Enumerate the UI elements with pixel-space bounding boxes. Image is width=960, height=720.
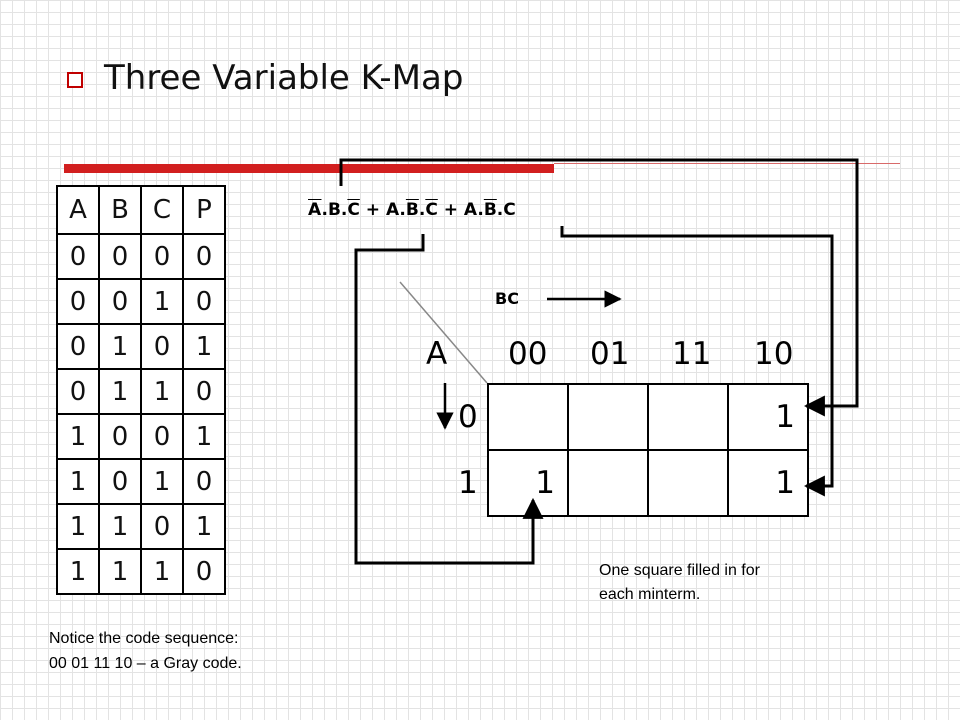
table-cell: 0	[182, 458, 226, 505]
table-row: 0 0 1 0	[56, 278, 226, 325]
table-cell: 0	[56, 323, 100, 370]
table-row: 1 1 0 1	[56, 503, 226, 550]
table-cell: 0	[182, 233, 226, 280]
kmap-row: 1 1	[487, 449, 809, 517]
kmap-cell: 1	[727, 383, 809, 451]
kmap-cell	[487, 383, 569, 451]
gray-code-note-line1: Notice the code sequence:	[49, 630, 239, 647]
table-row: 1 0 0 1	[56, 413, 226, 460]
title-underline-line	[554, 163, 900, 164]
truth-table: A B C P 0 0 0 0 0 0 1 0 0 1 0 1 0 1 1 0 …	[56, 185, 226, 595]
expr-term2-a: A.	[385, 200, 406, 220]
expr-term2-dot: .	[418, 200, 426, 220]
header-cell: P	[182, 185, 226, 235]
expr-term3-c: .C	[496, 200, 516, 220]
minterm-note-line2: each minterm.	[599, 586, 701, 603]
table-cell: 1	[56, 458, 100, 505]
table-cell: 1	[56, 548, 100, 595]
kmap-a-label: A	[426, 336, 448, 372]
expr-term1-a: A	[308, 200, 322, 220]
expr-plus-2: +	[437, 200, 464, 220]
expr-term3-b: B	[483, 200, 497, 220]
expr-term2-c: C	[425, 200, 438, 220]
table-row: 0 1 0 1	[56, 323, 226, 370]
kmap-cell	[647, 449, 729, 517]
table-cell: 1	[140, 278, 184, 325]
kmap-col-header: 00	[508, 336, 548, 372]
table-cell: 1	[140, 548, 184, 595]
table-cell: 0	[98, 413, 142, 460]
expr-plus-1: +	[359, 200, 386, 220]
minterm-expression: A.B.C + A.B.C + A.B.C	[308, 200, 516, 220]
expr-term1-c: C	[347, 200, 360, 220]
kmap-col-header: 11	[672, 336, 712, 372]
table-row: 1 1 1 0	[56, 548, 226, 595]
table-cell: 0	[56, 233, 100, 280]
table-cell: 1	[98, 503, 142, 550]
kmap-row-label: 1	[458, 465, 478, 501]
table-cell: 1	[98, 548, 142, 595]
truth-table-header: A B C P	[56, 185, 226, 235]
kmap-cell: 1	[727, 449, 809, 517]
table-cell: 0	[182, 368, 226, 415]
gray-code-note-line2: 00 01 11 10 – a Gray code.	[49, 655, 242, 672]
minterm-note: One square filled in for each minterm.	[599, 559, 760, 607]
kmap-diagonal-line	[399, 281, 488, 384]
minterm-note-line1: One square filled in for	[599, 562, 760, 579]
kmap-col-header: 10	[754, 336, 794, 372]
table-row: 0 0 0 0	[56, 233, 226, 280]
kmap-row-label: 0	[458, 399, 478, 435]
expr-term2-b: B	[405, 200, 419, 220]
table-cell: 1	[98, 368, 142, 415]
table-cell: 0	[140, 503, 184, 550]
table-cell: 1	[140, 368, 184, 415]
expr-term3-a: A.	[463, 200, 484, 220]
table-cell: 0	[98, 233, 142, 280]
gray-code-note: Notice the code sequence: 00 01 11 10 – …	[49, 626, 242, 676]
table-cell: 0	[98, 278, 142, 325]
expr-term1-b: .B.	[321, 200, 348, 220]
table-cell: 1	[182, 503, 226, 550]
connector-term2-arrow	[354, 234, 544, 565]
header-cell: A	[56, 185, 100, 235]
table-cell: 1	[98, 323, 142, 370]
table-cell: 0	[56, 368, 100, 415]
table-cell: 0	[182, 548, 226, 595]
connector-term1-arrow	[339, 158, 859, 417]
table-cell: 1	[56, 413, 100, 460]
kmap-row: 1	[487, 383, 809, 451]
table-cell: 1	[182, 323, 226, 370]
table-cell: 0	[98, 458, 142, 505]
table-cell: 0	[182, 278, 226, 325]
table-row: 1 0 1 0	[56, 458, 226, 505]
bullet-icon	[67, 72, 83, 88]
connector-term3-arrow	[560, 226, 834, 497]
table-cell: 0	[140, 323, 184, 370]
table-cell: 1	[140, 458, 184, 505]
bc-label: BC	[495, 289, 519, 308]
slide-title: Three Variable K-Map	[104, 58, 464, 98]
header-cell: C	[140, 185, 184, 235]
kmap-col-header: 01	[590, 336, 630, 372]
table-cell: 0	[140, 233, 184, 280]
table-cell: 1	[56, 503, 100, 550]
table-row: 0 1 1 0	[56, 368, 226, 415]
header-cell: B	[98, 185, 142, 235]
kmap-grid: 1 1 1	[487, 383, 809, 517]
table-cell: 0	[140, 413, 184, 460]
title-underline-bar	[64, 164, 554, 173]
table-cell: 0	[56, 278, 100, 325]
kmap-cell	[647, 383, 729, 451]
kmap-cell	[567, 383, 649, 451]
kmap-cell	[567, 449, 649, 517]
table-cell: 1	[182, 413, 226, 460]
